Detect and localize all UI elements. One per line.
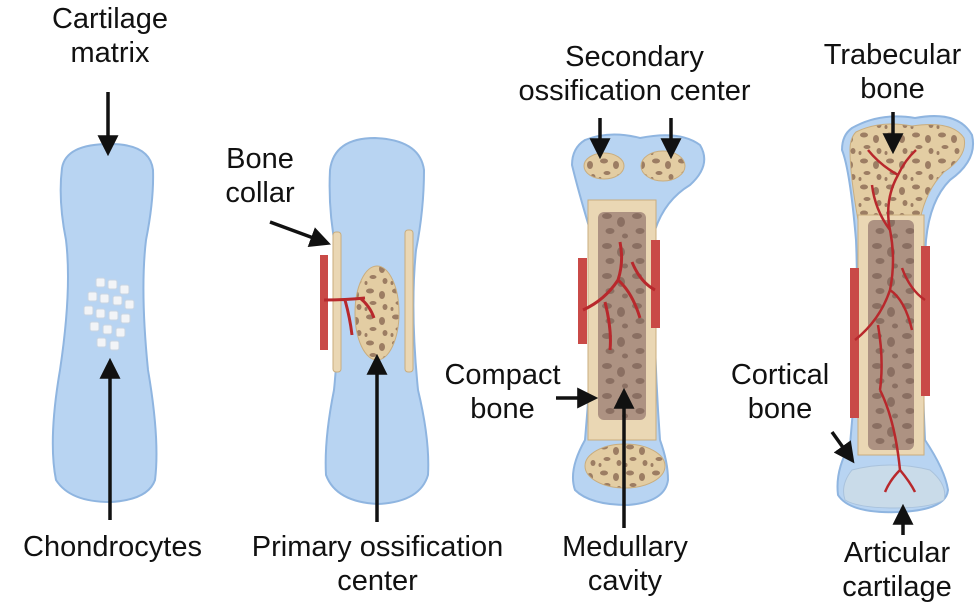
- label-medullary-cavity: Medullary cavity: [545, 530, 705, 598]
- label-cartilage-matrix: Cartilage matrix: [35, 2, 185, 70]
- secondary-center-left: [584, 153, 624, 179]
- chondrocyte-cell: [108, 280, 117, 289]
- vessel-band-left: [578, 258, 587, 344]
- primary-ossification-center-shape: [355, 266, 399, 360]
- chondrocyte-cell: [90, 322, 99, 331]
- stage-mature-bone: [832, 112, 973, 535]
- label-line: Trabecular: [810, 38, 975, 72]
- chondrocyte-cell: [110, 341, 119, 350]
- label-line: center: [230, 564, 525, 598]
- label-line: ossification center: [492, 74, 777, 108]
- stage-cartilage-model: [53, 92, 157, 520]
- bone-collar-left: [333, 232, 341, 372]
- chondrocyte-cell: [84, 306, 93, 315]
- cartilage-model-shape: [53, 144, 157, 502]
- label-line: Bone: [205, 142, 315, 176]
- label-line: bone: [710, 392, 850, 426]
- periosteal-vessel-band: [320, 255, 328, 350]
- label-cortical-bone: Cortical bone: [710, 358, 850, 426]
- label-line: Chondrocytes: [5, 530, 220, 564]
- label-line: Primary ossification: [230, 530, 525, 564]
- chondrocyte-cell: [121, 314, 130, 323]
- label-bone-collar: Bone collar: [205, 142, 315, 210]
- chondrocyte-cell: [88, 292, 97, 301]
- label-line: Articular: [822, 536, 972, 570]
- label-line: Compact: [425, 358, 580, 392]
- chondrocyte-cell: [96, 309, 105, 318]
- chondrocyte-cell: [125, 300, 134, 309]
- label-articular-cartilage: Articular cartilage: [822, 536, 972, 604]
- label-chondrocytes: Chondrocytes: [5, 530, 220, 564]
- chondrocyte-cell: [109, 311, 118, 320]
- label-line: Medullary: [545, 530, 705, 564]
- arrow-bone-collar: [270, 222, 327, 243]
- bone-collar-right: [405, 230, 413, 372]
- label-line: matrix: [35, 36, 185, 70]
- chondrocyte-cell: [97, 338, 106, 347]
- label-line: Cartilage: [35, 2, 185, 36]
- label-line: Cortical: [710, 358, 850, 392]
- chondrocyte-cell: [96, 278, 105, 287]
- label-line: collar: [205, 176, 315, 210]
- label-secondary-ossification-center: Secondary ossification center: [492, 40, 777, 108]
- stage-secondary-ossification: [556, 118, 704, 528]
- label-trabecular-bone: Trabecular bone: [810, 38, 975, 106]
- vessel-band-right: [921, 246, 930, 396]
- chondrocyte-cell: [103, 325, 112, 334]
- chondrocyte-cell: [113, 296, 122, 305]
- label-line: cavity: [545, 564, 705, 598]
- chondrocyte-cell: [120, 285, 129, 294]
- label-primary-ossification-center: Primary ossification center: [230, 530, 525, 598]
- label-line: Secondary: [492, 40, 777, 74]
- chondrocyte-cell: [100, 294, 109, 303]
- label-compact-bone: Compact bone: [425, 358, 580, 426]
- chondrocyte-cell: [116, 328, 125, 337]
- vessel-band-left: [850, 268, 859, 418]
- secondary-center-right: [641, 151, 685, 181]
- label-line: bone: [425, 392, 580, 426]
- vessel-band-right: [651, 240, 660, 328]
- label-line: bone: [810, 72, 975, 106]
- label-line: cartilage: [822, 570, 972, 604]
- articular-cartilage-shape: [844, 465, 945, 508]
